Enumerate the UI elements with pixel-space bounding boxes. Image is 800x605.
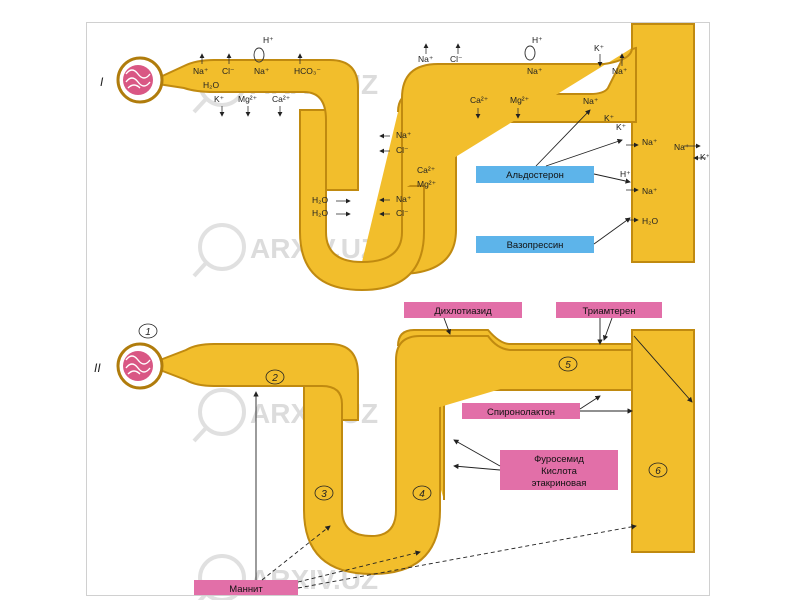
dichlothiazide-box: [404, 302, 522, 318]
ion-cl: Cl⁻: [396, 208, 409, 218]
watermark-logo-2: [192, 223, 246, 278]
aldosterone-box: [476, 166, 594, 183]
triamterene-box: [556, 302, 662, 318]
ion-h-plus: H⁺: [532, 35, 543, 45]
drug-arrows: [253, 317, 693, 580]
mannitol-label: Маннит: [229, 584, 263, 595]
segment-markers: 1 2 3 4 5 6: [138, 323, 668, 501]
ion-mg: Mg²⁺: [510, 95, 530, 105]
ion-mg: Mg²⁺: [417, 179, 437, 189]
segment-number: 4: [419, 489, 425, 500]
segment-number: 1: [145, 327, 151, 338]
ion-h-plus: H⁺: [263, 35, 274, 45]
ion-na: Na⁺: [254, 66, 270, 76]
ion-labels-top: H⁺ Na⁺ Cl⁻ Na⁺ HCO₃⁻ H₂O K⁺ Mg²⁺ Ca²⁺ Na…: [193, 35, 711, 226]
ion-na: Na⁺: [612, 66, 628, 76]
ascending-limb-top: [401, 47, 633, 190]
ion-na: Na⁺: [193, 66, 209, 76]
segment-number: 6: [655, 466, 661, 477]
mannitol-box: [194, 580, 298, 596]
ion-mg: Mg²⁺: [238, 94, 258, 104]
loop-of-henle-bottom: [303, 379, 441, 576]
ion-na: Na⁺: [642, 186, 658, 196]
transport-arrows-top: [199, 43, 706, 223]
ion-na: Na⁺: [396, 130, 412, 140]
glomerulus-bottom: [123, 351, 153, 381]
ion-cl: Cl⁻: [396, 145, 409, 155]
ion-hco3: HCO₃⁻: [294, 66, 321, 76]
ion-na: Na⁺: [418, 54, 434, 64]
panel-numeral-top: I: [100, 75, 104, 89]
ion-k: K⁺: [214, 94, 225, 104]
ion-na: Na⁺: [674, 142, 690, 152]
segment-marker-1: [138, 323, 158, 339]
glomerulus-capillaries-bottom: [125, 355, 151, 375]
ion-ca: Ca²⁺: [417, 165, 436, 175]
ion-k: K⁺: [616, 122, 627, 132]
loop-of-henle-top: [299, 109, 425, 292]
segment-marker-6: [648, 462, 668, 478]
proximal-tubule-top: [157, 59, 359, 191]
ascending-limb-bottom: [395, 335, 632, 420]
ion-k: K⁺: [700, 152, 711, 162]
segment-number: 5: [565, 360, 571, 371]
spironolactone-label: Спиронолактон: [487, 407, 555, 418]
ion-h2o: H₂O: [312, 208, 328, 218]
segment-marker-5: [558, 356, 578, 372]
segment-marker-4: [412, 485, 432, 501]
ion-cl: Cl⁻: [222, 66, 235, 76]
segment-marker-2: [265, 369, 285, 385]
hormone-labels: Альдостерон Вазопрессин: [476, 166, 594, 253]
ion-h2o: H₂O: [312, 195, 328, 205]
furosemide-box: [500, 450, 618, 490]
collecting-duct-top: [631, 23, 695, 263]
drug-labels: Дихлотиазид Триамтерен Спиронолактон Фур…: [194, 302, 662, 596]
nephron-top: I: [100, 23, 695, 292]
ethacrynic-acid-label: этакриновая: [532, 478, 587, 489]
glomerulus-top: [123, 65, 153, 95]
hormone-arrows: [535, 109, 631, 245]
proximal-tubule-bottom: [159, 343, 359, 421]
panel-numeral-bottom: II: [94, 361, 101, 375]
vasopressin-label: Вазопрессин: [507, 240, 564, 251]
diagram-frame: [86, 22, 710, 596]
segment-marker-3: [314, 485, 334, 501]
nephron-bottom: II: [94, 329, 695, 576]
furosemide-label: Фуросемид: [534, 454, 584, 465]
triamterene-label: Триамтерен: [582, 306, 635, 317]
ion-na: Na⁺: [642, 137, 658, 147]
mannitol-dashed-arrows: [261, 524, 637, 589]
ion-k: K⁺: [604, 113, 615, 123]
ion-ca: Ca²⁺: [470, 95, 489, 105]
ion-na: Na⁺: [583, 96, 599, 106]
glomerulus-capillaries-top: [125, 69, 151, 89]
collecting-duct-bottom: [631, 329, 695, 553]
ion-k: K⁺: [594, 43, 605, 53]
ion-ca: Ca²⁺: [272, 94, 291, 104]
ion-h-plus: H⁺: [620, 169, 631, 179]
watermark-logo-3: [192, 388, 246, 443]
dichlothiazide-label: Дихлотиазид: [434, 306, 492, 317]
ethacrynic-acid-label: Кислота: [541, 466, 578, 477]
ion-h2o: H₂O: [203, 80, 219, 90]
spironolactone-box: [462, 403, 580, 419]
ion-na: Na⁺: [396, 194, 412, 204]
segment-number: 2: [271, 373, 278, 384]
pump-symbols-top: [253, 45, 536, 63]
ion-na: Na⁺: [527, 66, 543, 76]
ion-cl: Cl⁻: [450, 54, 463, 64]
vasopressin-box: [476, 236, 594, 253]
ion-h2o: H₂O: [642, 216, 658, 226]
aldosterone-label: Альдостерон: [506, 170, 564, 181]
segment-number: 3: [321, 489, 327, 500]
